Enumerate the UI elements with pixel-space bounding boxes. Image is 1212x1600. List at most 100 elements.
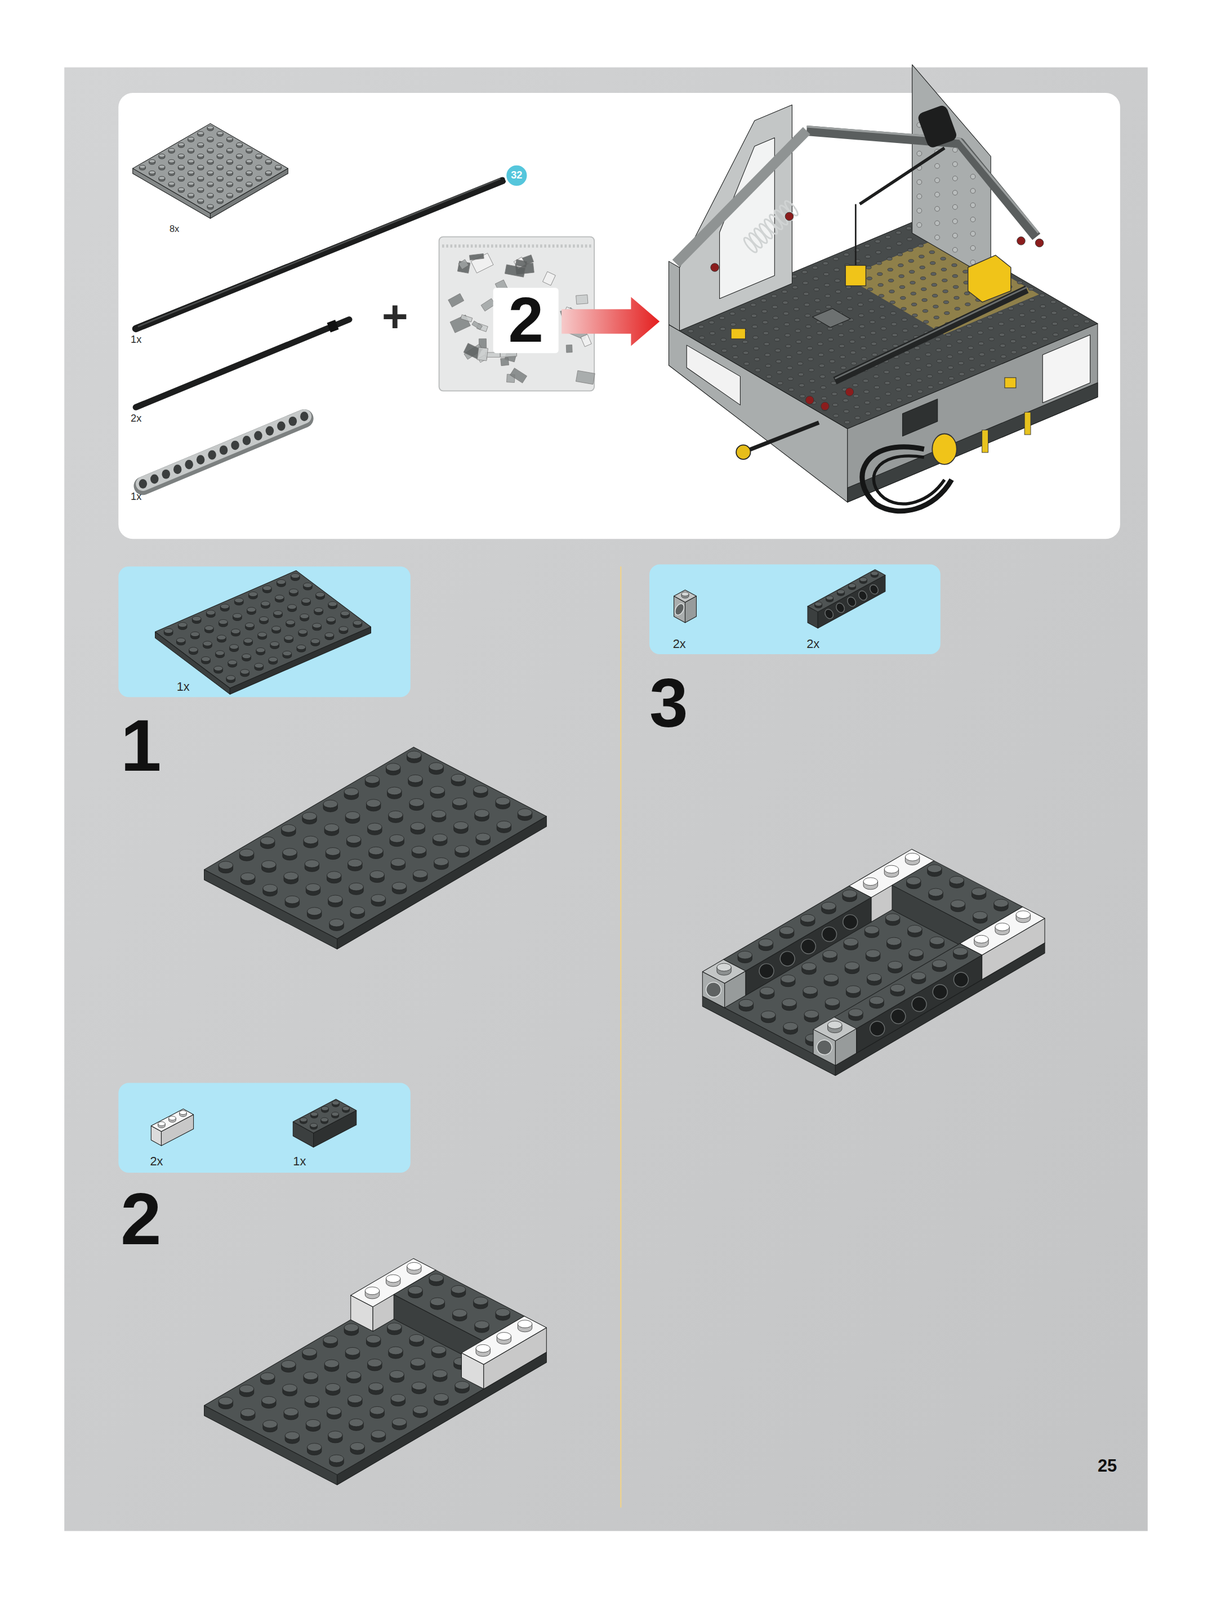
model-stud — [862, 379, 868, 383]
model-stud — [1042, 337, 1048, 341]
stud-top — [240, 669, 250, 675]
model-stud — [823, 272, 829, 276]
stud-top — [189, 647, 199, 653]
model-wall-stud — [916, 208, 922, 214]
model-stud — [1030, 320, 1036, 324]
model-stud — [806, 336, 812, 340]
technic-cube-top — [674, 590, 697, 603]
model-motor — [916, 104, 958, 150]
bag-part — [510, 368, 528, 384]
model-yellow-piece — [731, 328, 746, 340]
stud-top — [305, 1419, 320, 1428]
model-stud — [892, 333, 898, 337]
beam-hole — [150, 474, 159, 484]
technic-hole — [798, 936, 819, 957]
stud-top — [236, 153, 243, 158]
stud-top — [737, 951, 752, 960]
stud-top — [263, 1420, 278, 1429]
model-stud — [732, 355, 738, 359]
model-stud — [870, 331, 876, 335]
model-stud — [905, 372, 911, 376]
model-stud — [776, 359, 782, 363]
stud-top — [207, 148, 214, 152]
bag-part — [515, 259, 528, 268]
beam-hole — [161, 469, 171, 480]
stud-top — [388, 811, 403, 819]
stud-top — [738, 999, 753, 1008]
model-stud — [933, 315, 939, 319]
stud-top — [168, 181, 175, 186]
model-stud — [765, 364, 771, 368]
model-stud — [887, 257, 893, 261]
model-tile — [812, 308, 851, 328]
model-stud — [866, 277, 872, 280]
stud-top — [385, 763, 400, 772]
model-stud — [1021, 335, 1027, 339]
beam-hole — [207, 450, 217, 461]
model-stud — [812, 266, 818, 270]
stud-top — [865, 950, 880, 958]
stud-top — [327, 1407, 342, 1416]
model-stud — [794, 318, 800, 322]
stud-top — [859, 577, 867, 582]
model-stud — [1028, 298, 1035, 302]
stud-top — [324, 823, 339, 832]
stud-top — [188, 148, 195, 152]
model-stud — [843, 410, 849, 413]
stud-top — [371, 1431, 386, 1439]
model-stud — [1008, 306, 1014, 310]
stud-top — [888, 961, 903, 970]
model-stud — [875, 397, 881, 400]
model-stud — [959, 372, 965, 376]
stud-top — [434, 1393, 449, 1402]
model-stud — [904, 362, 910, 365]
stud-top — [825, 998, 840, 1007]
stud-top — [342, 1106, 350, 1111]
stud-top — [973, 911, 988, 920]
model-stud — [894, 377, 900, 381]
parts-illustration — [118, 566, 411, 698]
stud-top — [345, 1347, 360, 1356]
model-stud — [999, 333, 1005, 337]
model-stud — [783, 312, 789, 315]
model-stud — [978, 341, 984, 345]
model-stud — [990, 359, 996, 363]
model-stud — [844, 420, 850, 424]
model-stud — [795, 329, 801, 333]
stud-top — [158, 1121, 166, 1126]
stud-top — [364, 1287, 380, 1296]
stud-top — [890, 984, 905, 993]
stud-top — [300, 1117, 308, 1122]
model-stud — [921, 298, 928, 302]
stud-top — [291, 573, 301, 579]
model-stud — [1031, 331, 1037, 334]
model-pin — [1035, 238, 1044, 248]
model-stud — [846, 296, 852, 300]
model-stud — [926, 363, 932, 367]
stud-top — [408, 774, 423, 783]
stud-top — [304, 860, 319, 868]
stud-top — [245, 622, 255, 628]
part-quantity: 2x — [150, 1155, 164, 1169]
stud-top — [179, 1111, 187, 1116]
model-stud — [1018, 303, 1024, 306]
model-stud — [762, 321, 768, 324]
stud-top — [782, 999, 797, 1007]
stud-top — [407, 1262, 422, 1271]
white-brick-top — [959, 907, 1045, 956]
model-stud — [833, 414, 839, 418]
model-stud — [750, 303, 756, 307]
stud-top — [431, 810, 446, 819]
stud-top — [226, 148, 233, 152]
model-stud — [997, 311, 1004, 315]
model-stud — [1009, 328, 1015, 332]
bag-part — [458, 259, 469, 270]
stud-top — [188, 136, 195, 141]
stud-top — [836, 589, 845, 594]
stud-top — [323, 800, 338, 809]
stud-top — [220, 604, 230, 609]
model-stud — [989, 348, 995, 352]
technic-brick-top — [834, 943, 982, 1029]
stud-top — [168, 1116, 177, 1121]
model-stud — [918, 244, 924, 248]
